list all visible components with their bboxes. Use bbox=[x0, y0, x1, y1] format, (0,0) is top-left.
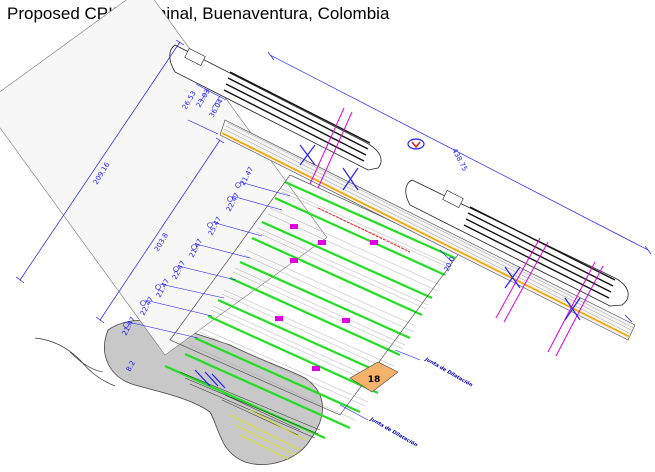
dim-total-width bbox=[15, 39, 185, 284]
edge-marker bbox=[624, 314, 633, 323]
shore-line bbox=[34, 337, 116, 387]
vessel-2 bbox=[405, 179, 629, 307]
quay-rails bbox=[223, 122, 635, 335]
gate-blue-marks bbox=[194, 369, 226, 389]
yard-rtg-marks bbox=[275, 224, 378, 371]
block-18: 18 bbox=[349, 361, 399, 393]
yard-stack-lines bbox=[189, 187, 453, 421]
dim-ship-length bbox=[267, 51, 652, 255]
crane-blue-legs bbox=[299, 144, 581, 321]
quay-cranes bbox=[309, 107, 604, 357]
vessel-1 bbox=[169, 44, 382, 171]
junta-arrows bbox=[339, 349, 421, 421]
dim-right-gap bbox=[439, 249, 453, 263]
dim-offsets bbox=[187, 83, 227, 135]
row-dim-ticks bbox=[123, 181, 291, 339]
apron-line bbox=[221, 132, 631, 338]
junta-label-2: Junta de Dilatación bbox=[368, 415, 419, 449]
dim-yard-width bbox=[95, 137, 225, 324]
dim-ship-length-label: 438.75 bbox=[450, 147, 469, 172]
shore-line-2 bbox=[69, 351, 104, 373]
yard-rails bbox=[164, 180, 456, 440]
yard-red-line bbox=[317, 207, 411, 253]
land-area bbox=[104, 319, 323, 465]
junta-label-1: Junta de Dilatación bbox=[423, 355, 474, 389]
vessel-logo-icon bbox=[407, 138, 425, 150]
container-yard bbox=[0, 0, 328, 356]
truck-lanes bbox=[229, 409, 306, 461]
block-18-label: 18 bbox=[368, 375, 381, 385]
dim-right-gap-label: 20.0 bbox=[443, 255, 457, 273]
